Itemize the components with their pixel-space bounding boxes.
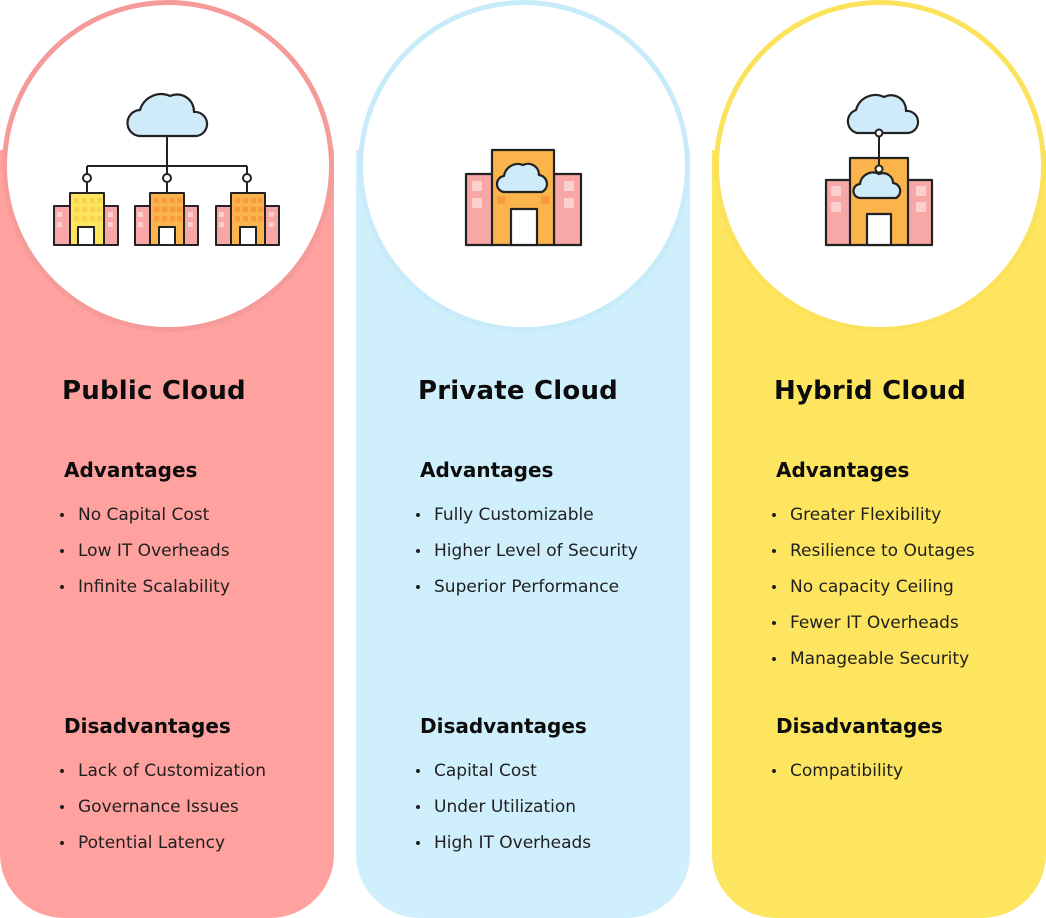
advantages-heading: Advantages [776,458,910,482]
cloud-building-icon [464,148,583,247]
list-item: Compatibility [772,753,903,789]
disadvantages-heading: Disadvantages [776,714,943,738]
bullet-icon [772,657,776,661]
list-item: High IT Overheads [416,825,591,861]
bullet-icon [416,769,420,773]
bullet-icon [60,769,64,773]
advantages-list: Greater Flexibility Resilience to Outage… [772,497,975,677]
hybrid-cloud-building-icon [824,94,934,247]
bullet-icon [772,769,776,773]
list-item: Superior Performance [416,569,638,605]
list-item: Resilience to Outages [772,533,975,569]
bullet-icon [772,513,776,517]
disadvantages-list: Lack of Customization Governance Issues … [60,753,266,861]
bullet-icon [416,841,420,845]
advantages-heading: Advantages [420,458,554,482]
bullet-icon [772,585,776,589]
disadvantages-heading: Disadvantages [64,714,231,738]
bullet-icon [60,805,64,809]
list-item: Fewer IT Overheads [772,605,975,641]
list-item: Fully Customizable [416,497,638,533]
bullet-icon [416,805,420,809]
bullet-icon [416,549,420,553]
list-item: Lack of Customization [60,753,266,789]
bullet-icon [60,841,64,845]
list-item: Infinite Scalability [60,569,230,605]
list-item: Manageable Security [772,641,975,677]
list-item: Potential Latency [60,825,266,861]
disadvantages-heading: Disadvantages [420,714,587,738]
list-item: Governance Issues [60,789,266,825]
bullet-icon [772,549,776,553]
private-cloud-card: Private Cloud Advantages Fully Customiza… [356,0,690,918]
bullet-icon [416,585,420,589]
hybrid-cloud-card: Hybrid Cloud Advantages Greater Flexibil… [712,0,1046,918]
list-item: Low IT Overheads [60,533,230,569]
advantages-list: Fully Customizable Higher Level of Secur… [416,497,638,605]
disadvantages-list: Compatibility [772,753,903,789]
card-title: Private Cloud [418,376,618,406]
list-item: Under Utilization [416,789,591,825]
cloud-network-buildings-icon [53,93,280,246]
list-item: Higher Level of Security [416,533,638,569]
list-item: No Capital Cost [60,497,230,533]
bullet-icon [416,513,420,517]
bullet-icon [60,549,64,553]
bullet-icon [772,621,776,625]
card-title: Hybrid Cloud [774,376,967,406]
public-cloud-card: Public Cloud Advantages No Capital Cost … [0,0,334,918]
bullet-icon [60,585,64,589]
advantages-list: No Capital Cost Low IT Overheads Infinit… [60,497,230,605]
card-title: Public Cloud [62,376,246,406]
list-item: Greater Flexibility [772,497,975,533]
advantages-heading: Advantages [64,458,198,482]
disadvantages-list: Capital Cost Under Utilization High IT O… [416,753,591,861]
list-item: Capital Cost [416,753,591,789]
list-item: No capacity Ceiling [772,569,975,605]
bullet-icon [60,513,64,517]
